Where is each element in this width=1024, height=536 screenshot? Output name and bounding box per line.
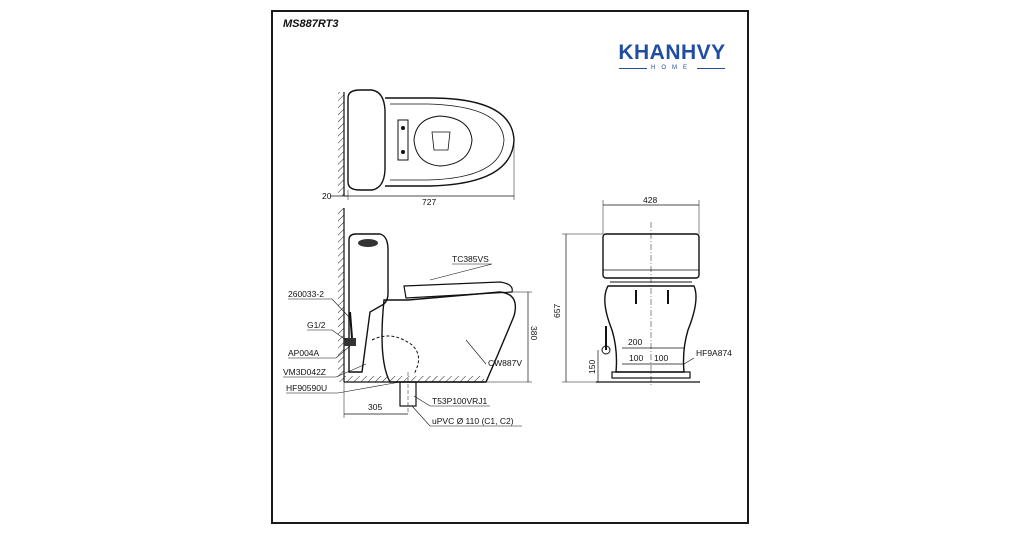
model-code: MS887RT3	[283, 18, 339, 30]
side-view-floor	[344, 376, 484, 382]
dim-seat-height: 380	[529, 326, 539, 340]
dim-fixing-span: 200	[628, 337, 642, 347]
top-view-wall	[338, 92, 344, 196]
label-seal: HF90590U	[286, 383, 327, 393]
dim-fixing-left: 100	[629, 353, 643, 363]
label-fill-valve: 260033-2	[288, 289, 324, 299]
top-view: 20 727	[322, 89, 515, 207]
flush-button-icon	[358, 239, 378, 247]
label-drain-pipe: uPVC Ø 110 (C1, C2)	[432, 416, 514, 426]
brand-tagline: HOME	[651, 65, 693, 71]
dim-supply-height: 150	[587, 360, 597, 374]
side-view-seat	[403, 281, 513, 299]
label-seat: TC385VS	[452, 254, 489, 264]
label-fixing-kit: HF9A874	[696, 348, 732, 358]
dim-overall-width: 428	[643, 195, 657, 205]
front-view: 428 657 150 200 100 100 HF9A874	[552, 195, 732, 386]
label-supply-hose: AP004A	[288, 348, 320, 358]
side-view-trapway	[371, 335, 419, 375]
side-view-bowl	[381, 291, 517, 383]
dim-fixing-right: 100	[654, 353, 668, 363]
dim-outlet-center: 305	[368, 402, 382, 412]
label-bowl: CW887V	[488, 358, 522, 368]
top-view-tank	[347, 89, 386, 191]
brand-logo: KHANHVY HOME	[611, 42, 733, 72]
side-view-wall	[338, 208, 344, 382]
label-flange: T53P100VRJ1	[432, 396, 488, 406]
dim-overall-depth: 727	[422, 197, 436, 207]
top-view-hinge	[397, 119, 409, 161]
front-view-bowl	[604, 285, 697, 373]
supply-valve-icon	[344, 338, 356, 346]
top-view-bowl	[385, 97, 515, 187]
drawing-frame: MS887RT3 KHANHVY HOME	[271, 10, 749, 524]
dim-overall-height: 657	[552, 304, 562, 318]
tagline-rule-right	[697, 67, 725, 69]
top-view-bowl-opening	[413, 115, 473, 167]
brand-name: KHANHVY	[618, 41, 726, 64]
brand-tagline-row: HOME	[611, 64, 733, 72]
dim-wall-gap: 20	[322, 191, 332, 201]
tagline-rule-left	[619, 67, 647, 69]
label-stop-valve: VM3D042Z	[283, 367, 326, 377]
side-view-tank	[348, 233, 389, 373]
side-view: 305 380 TC385VS CW887V 260033-2 G1/2 AP0…	[283, 208, 539, 427]
label-thread: G1/2	[307, 320, 326, 330]
